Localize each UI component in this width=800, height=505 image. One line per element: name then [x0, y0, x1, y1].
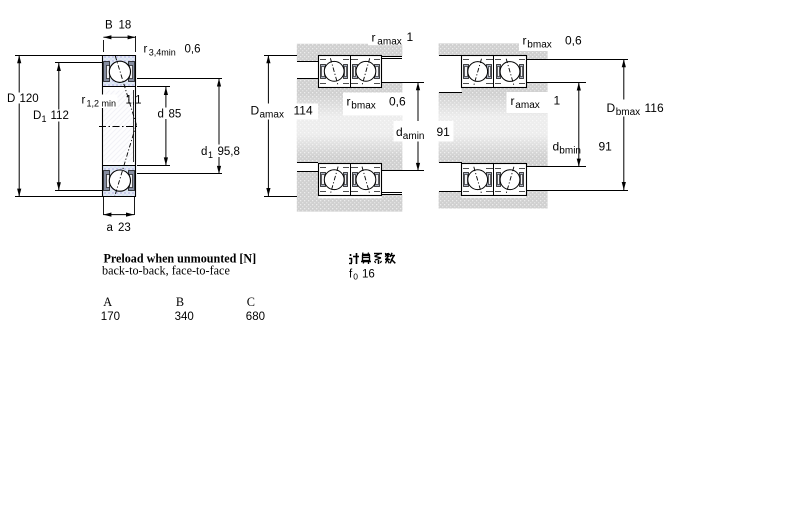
svg-text:d: d — [201, 146, 207, 158]
svg-text:bmax: bmax — [351, 101, 375, 112]
svg-text:bmax: bmax — [527, 40, 551, 51]
svg-text:D: D — [33, 110, 41, 122]
svg-text:back-to-back, face-to-face: back-to-back, face-to-face — [102, 264, 230, 278]
svg-text:d: d — [553, 140, 560, 154]
svg-text:B: B — [176, 295, 184, 309]
svg-text:116: 116 — [645, 101, 664, 115]
svg-text:91: 91 — [599, 140, 613, 154]
svg-text:170: 170 — [101, 311, 120, 323]
svg-text:r: r — [347, 95, 351, 109]
svg-text:112: 112 — [51, 110, 69, 122]
svg-text:114: 114 — [294, 104, 313, 118]
svg-text:1,1: 1,1 — [126, 95, 142, 107]
svg-text:0: 0 — [353, 272, 358, 282]
svg-text:91: 91 — [437, 125, 451, 139]
svg-text:r: r — [144, 44, 148, 56]
svg-text:D: D — [607, 101, 616, 115]
svg-text:120: 120 — [20, 93, 39, 105]
svg-text:amax: amax — [377, 37, 401, 48]
svg-text:Preload when unmounted [N]: Preload when unmounted [N] — [104, 252, 257, 266]
svg-text:r: r — [523, 34, 527, 48]
svg-text:bmin: bmin — [559, 146, 581, 157]
svg-text:f: f — [349, 269, 353, 281]
svg-text:18: 18 — [119, 20, 132, 32]
svg-text:0,6: 0,6 — [185, 44, 201, 56]
svg-text:d: d — [158, 109, 164, 121]
svg-text:amax: amax — [515, 100, 539, 111]
svg-text:0,6: 0,6 — [565, 34, 582, 48]
svg-text:D: D — [7, 93, 15, 105]
svg-text:r: r — [372, 31, 376, 45]
svg-text:3,4min: 3,4min — [149, 48, 176, 58]
svg-text:amax: amax — [260, 110, 284, 121]
svg-text:C: C — [247, 295, 255, 309]
svg-text:a: a — [107, 222, 114, 234]
svg-text:B: B — [105, 20, 113, 32]
svg-text:A: A — [103, 295, 112, 309]
svg-text:1: 1 — [407, 30, 414, 44]
svg-text:r: r — [82, 95, 86, 107]
svg-text:95,8: 95,8 — [218, 146, 240, 158]
svg-text:d: d — [396, 125, 403, 139]
svg-text:amin: amin — [403, 131, 425, 142]
svg-text:1: 1 — [554, 94, 561, 108]
svg-text:85: 85 — [169, 109, 182, 121]
svg-text:23: 23 — [118, 222, 131, 234]
svg-text:D: D — [251, 104, 260, 118]
svg-text:bmax: bmax — [616, 107, 640, 118]
svg-text:1: 1 — [208, 150, 213, 160]
svg-text:16: 16 — [362, 269, 375, 281]
svg-text:0,6: 0,6 — [389, 95, 406, 109]
svg-text:r: r — [511, 94, 515, 108]
svg-text:680: 680 — [246, 311, 265, 323]
svg-text:1,2 min: 1,2 min — [87, 99, 117, 109]
svg-text:1: 1 — [42, 114, 47, 124]
svg-text:340: 340 — [175, 311, 194, 323]
